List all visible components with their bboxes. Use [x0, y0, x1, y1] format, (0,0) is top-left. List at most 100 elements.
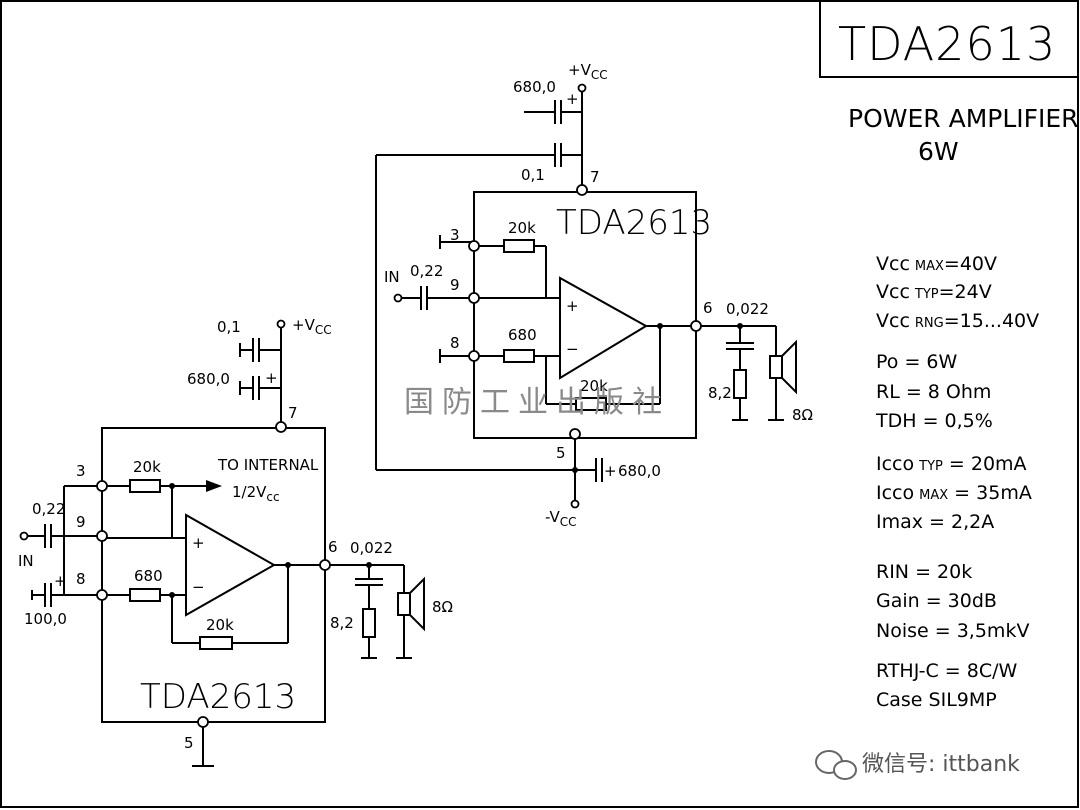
r-fb-single	[199, 636, 233, 650]
pin7-split	[576, 184, 588, 196]
spec-row: RTHJ-C = 8C/W	[876, 660, 1018, 682]
pin9-split	[468, 292, 480, 304]
svg-text:680,0: 680,0	[618, 462, 661, 480]
pin3-split	[468, 240, 480, 252]
svg-text:3: 3	[450, 226, 460, 244]
svg-text:微信号: ittbank: 微信号: ittbank	[862, 752, 1020, 777]
svg-text:+: +	[566, 90, 579, 108]
r-fb-ground-split	[503, 349, 535, 363]
svg-text:6: 6	[703, 299, 713, 317]
pin9-single	[96, 530, 108, 542]
svg-text:7: 7	[590, 168, 600, 186]
c-bulk-top-label: 680,0	[513, 78, 556, 96]
spec-row: Imax = 2,2A	[876, 511, 994, 533]
spec-row: TDH = 0,5%	[875, 410, 993, 432]
vcc-label-split: +VCC	[568, 61, 608, 82]
svg-text:9: 9	[76, 513, 86, 531]
spec-row: Noise = 3,5mkV	[876, 620, 1029, 642]
chip-label-split: TDA2613	[556, 203, 712, 243]
pin7-single	[275, 421, 287, 433]
in-label-split: IN	[384, 268, 400, 286]
svg-text:7: 7	[288, 404, 298, 422]
vcc-terminal-split	[577, 83, 587, 93]
pin3-single	[96, 480, 108, 492]
svg-text:8,2: 8,2	[708, 384, 732, 402]
svg-text:0,22: 0,22	[410, 262, 443, 280]
chip-label-single: TDA2613	[140, 677, 296, 717]
svg-text:+: +	[566, 297, 579, 315]
svg-text:20k: 20k	[206, 616, 234, 634]
pin6-single	[319, 559, 331, 571]
svg-text:20k: 20k	[508, 219, 536, 237]
spec-row: RIN = 20k	[876, 561, 972, 583]
svg-text:680: 680	[134, 567, 163, 585]
spec-row: Gain = 30dB	[876, 590, 997, 612]
wechat-watermark: 微信号: ittbank	[815, 750, 1020, 780]
svg-text:8Ω: 8Ω	[432, 598, 453, 616]
svg-text:TO INTERNAL: TO INTERNAL	[217, 456, 319, 474]
svg-text:6: 6	[328, 538, 338, 556]
speaker-split	[769, 355, 783, 379]
svg-text:20k: 20k	[133, 458, 161, 476]
vcc-label-single: +VCC	[292, 316, 332, 337]
svg-text:8,2: 8,2	[330, 614, 354, 632]
svg-text:0,1: 0,1	[217, 318, 241, 336]
spec-row: Case SIL9MP	[876, 689, 997, 711]
svg-text:8Ω: 8Ω	[792, 406, 813, 424]
r-zobel-single	[362, 608, 376, 638]
svg-text:8: 8	[76, 570, 86, 588]
wechat-icon	[815, 750, 857, 780]
r-fb-ground-single	[129, 588, 161, 602]
svg-text:3: 3	[76, 462, 86, 480]
svg-text:IN: IN	[18, 552, 34, 570]
svg-text:0,022: 0,022	[350, 539, 393, 557]
svg-text:20k: 20k	[580, 377, 608, 395]
svg-text:−: −	[192, 578, 205, 596]
opamp-split	[559, 276, 648, 380]
circuit-single-supply: TDA2613 +VCC 0,1 + 680,0 7 3 20k TO INTE…	[18, 316, 453, 767]
circuit-split-supply: TDA2613 +VCC + 680,0 0,1 7 3 20k	[375, 61, 813, 529]
r-zobel-split	[733, 369, 747, 399]
svg-text:1/2Vcc: 1/2Vcc	[232, 483, 280, 504]
svg-text:8: 8	[450, 334, 460, 352]
svg-text:9: 9	[450, 276, 460, 294]
publisher-watermark: 国防工业出版社	[404, 385, 670, 420]
vee-label-split: -VCC	[545, 508, 577, 529]
svg-text:100,0: 100,0	[24, 610, 67, 628]
r-in-split	[503, 239, 535, 253]
svg-text:0,22: 0,22	[32, 500, 65, 518]
subtitle-line1: POWER AMPLIFIER	[848, 104, 1079, 133]
spec-row: Po = 6W	[876, 351, 957, 373]
svg-text:5: 5	[184, 734, 194, 752]
pin8-split	[468, 350, 480, 362]
subtitle-line2: 6W	[918, 137, 959, 166]
svg-text:680,0: 680,0	[187, 370, 230, 388]
svg-text:+: +	[604, 462, 617, 480]
r-in-single	[129, 479, 161, 493]
pin5-single	[197, 716, 209, 728]
pin8-single	[96, 589, 108, 601]
svg-text:+: +	[192, 534, 205, 552]
pin5-split	[569, 428, 581, 440]
svg-text:+: +	[54, 572, 67, 590]
svg-text:−: −	[566, 340, 579, 358]
opamp-single	[185, 513, 277, 617]
speaker-single	[397, 592, 411, 616]
chip-title: TDA2613	[838, 17, 1056, 71]
title-block	[819, 2, 1078, 78]
svg-text:0,022: 0,022	[726, 300, 769, 318]
c-decouple-label-split: 0,1	[521, 166, 545, 184]
spec-row: RL = 8 Ohm	[876, 381, 991, 403]
pin6-split	[690, 320, 702, 332]
svg-text:680: 680	[508, 326, 537, 344]
svg-text:5: 5	[556, 444, 566, 462]
svg-text:+: +	[265, 369, 278, 387]
